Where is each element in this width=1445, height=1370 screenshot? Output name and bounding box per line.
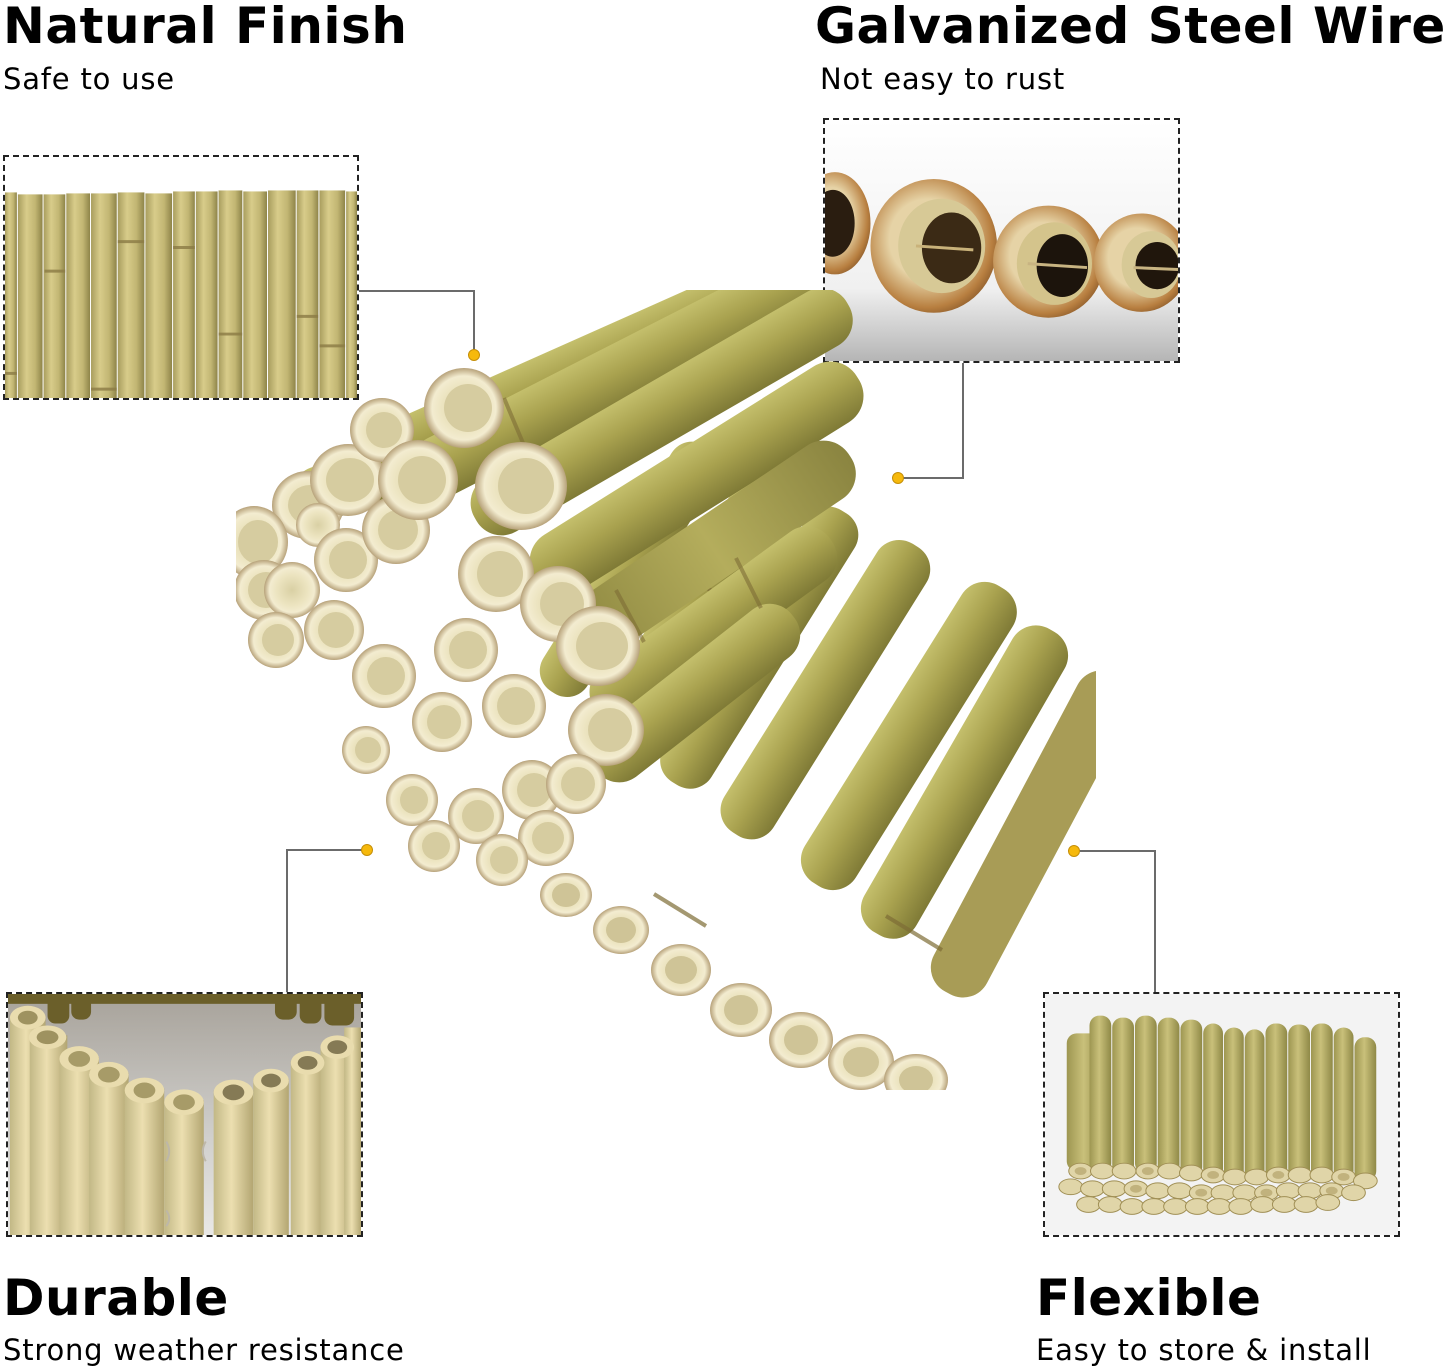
feature-subtitle-durable: Strong weather resistance (3, 1333, 405, 1367)
feature-subtitle-galvanized-steel-wire: Not easy to rust (820, 62, 1066, 96)
marker-dot-flexible (1068, 845, 1080, 857)
feature-title-natural-finish: Natural Finish (3, 0, 408, 55)
connector-line-galvanized-h (903, 477, 964, 479)
feature-title-flexible: Flexible (1036, 1269, 1262, 1327)
durable-photo (6, 992, 363, 1237)
connector-line-natural-finish-h (359, 290, 474, 292)
product-image-rolled-bamboo-edging (236, 290, 1096, 1090)
natural-finish-photo (3, 155, 359, 400)
connector-line-flexible-h (1080, 850, 1156, 852)
marker-dot-durable (361, 844, 373, 856)
flexible-photo (1043, 992, 1400, 1237)
connector-line-natural-finish-v (473, 290, 475, 350)
connector-line-galvanized-v (962, 363, 964, 479)
rolled-bamboo-edging-illustration (236, 290, 1096, 1090)
marker-dot-galvanized (892, 472, 904, 484)
galvanized-steel-wire-photo (823, 118, 1180, 363)
connector-line-flexible-v (1154, 850, 1156, 992)
bamboo-fence-closeup-image (5, 157, 357, 398)
stacked-bamboo-roll-image (1045, 994, 1398, 1235)
connector-line-durable-v (286, 849, 288, 992)
curved-bamboo-border-image (8, 994, 361, 1235)
feature-subtitle-natural-finish: Safe to use (3, 62, 175, 96)
feature-subtitle-flexible: Easy to store & install (1036, 1333, 1372, 1367)
marker-dot-natural-finish (468, 349, 480, 361)
feature-title-durable: Durable (3, 1269, 229, 1327)
connector-line-durable-h (287, 849, 367, 851)
feature-title-galvanized-steel-wire: Galvanized Steel Wire (815, 0, 1445, 55)
bamboo-tube-ends-image (825, 120, 1178, 361)
